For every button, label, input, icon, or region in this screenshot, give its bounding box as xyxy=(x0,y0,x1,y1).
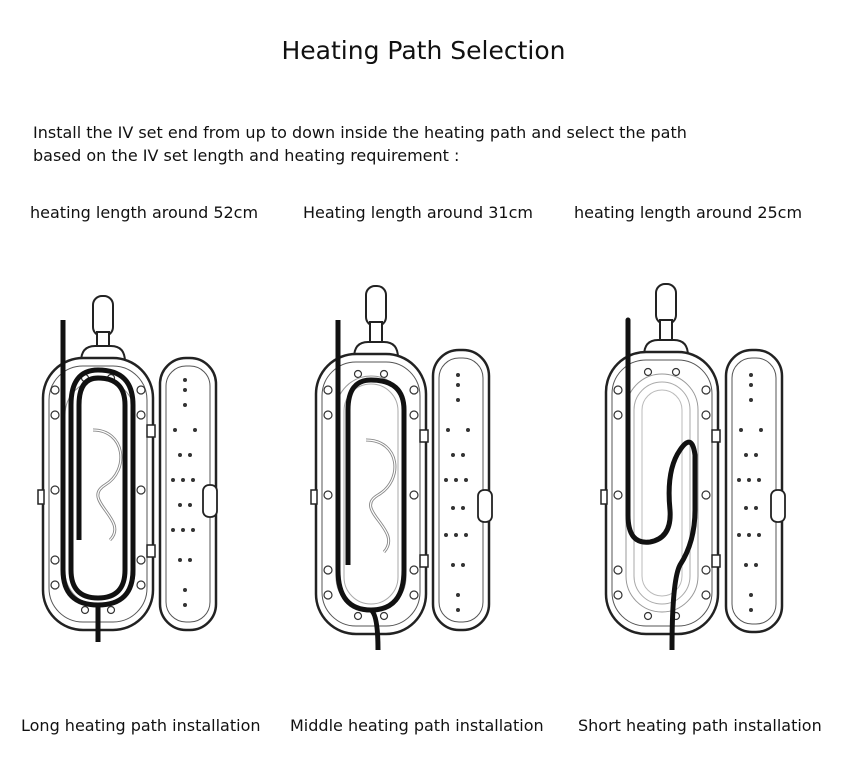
instruction-line-1: Install the IV set end from up to down i… xyxy=(33,123,687,142)
main-body xyxy=(604,350,720,636)
device-short-path xyxy=(600,280,795,650)
middle-path-diagram xyxy=(310,285,493,650)
caption-middle: Middle heating path installation xyxy=(290,716,544,735)
latch xyxy=(477,489,493,523)
screws xyxy=(50,373,146,615)
lid-dots xyxy=(737,373,763,612)
handle xyxy=(365,285,387,327)
heating-tube-short xyxy=(625,317,698,650)
heating-tube-long xyxy=(60,320,136,608)
latch xyxy=(202,484,218,518)
long-path-diagram xyxy=(37,295,218,642)
lid-dots xyxy=(171,378,197,607)
length-label-middle: Heating length around 31cm xyxy=(303,203,533,222)
page-title: Heating Path Selection xyxy=(281,36,566,65)
caption-long: Long heating path installation xyxy=(21,716,261,735)
caption-short: Short heating path installation xyxy=(578,716,822,735)
length-label-short: heating length around 25cm xyxy=(574,203,803,222)
screws xyxy=(323,369,419,621)
device-long-path xyxy=(35,280,225,650)
instructions: Install the IV set end from up to down i… xyxy=(33,121,813,167)
main-body xyxy=(314,352,428,636)
short-path-diagram xyxy=(600,283,786,650)
lid-dots xyxy=(444,373,470,612)
length-label-long: heating length around 52cm xyxy=(30,203,259,222)
handle xyxy=(92,295,114,337)
latch xyxy=(770,489,786,523)
instruction-line-2: based on the IV set length and heating r… xyxy=(33,146,460,165)
handle xyxy=(655,283,677,325)
heating-tube-middle xyxy=(335,320,407,613)
device-middle-path xyxy=(308,280,498,650)
